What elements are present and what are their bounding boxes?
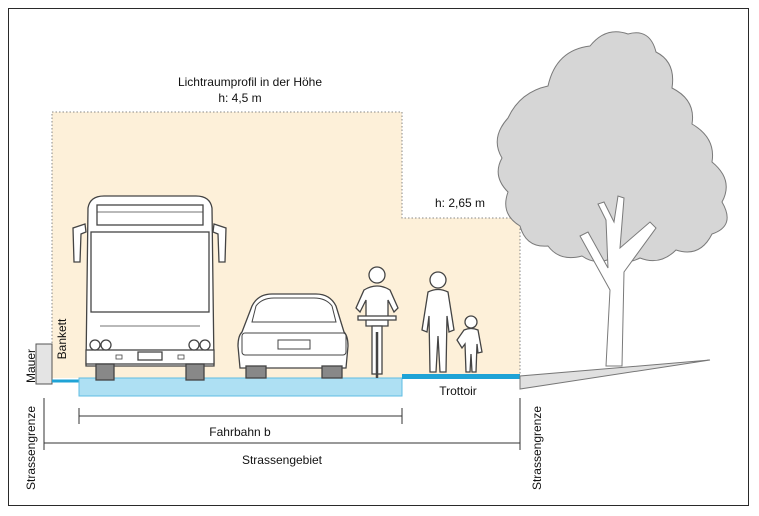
shoulder-label: Bankett xyxy=(55,318,69,359)
boundary-label-right: Strassengrenze xyxy=(530,406,544,490)
boundary-label-left: Strassengrenze xyxy=(24,406,38,490)
terrain-slope xyxy=(519,359,711,390)
wall-icon xyxy=(35,343,53,385)
roadway-label: Fahrbahn b xyxy=(209,425,271,439)
tree-icon xyxy=(496,31,728,367)
wall-label: Mauer xyxy=(24,349,38,383)
pedestrian-adult-icon xyxy=(421,271,455,373)
roadway-surface xyxy=(78,377,403,397)
cyclist-icon xyxy=(355,266,399,378)
clearance-height-main: h: 4,5 m xyxy=(218,91,261,105)
sidewalk-label: Trottoir xyxy=(439,384,477,398)
clearance-height-sidewalk: h: 2,65 m xyxy=(435,196,485,210)
bus-icon xyxy=(72,195,227,381)
road-area-dimension-line xyxy=(43,436,521,450)
clearance-profile-outline xyxy=(51,111,521,378)
sidewalk-surface xyxy=(402,374,520,379)
pedestrian-child-icon xyxy=(456,315,483,373)
road-area-label: Strassengebiet xyxy=(242,453,323,467)
car-icon xyxy=(237,293,349,379)
roadway-dimension-line xyxy=(78,408,403,424)
clearance-title: Lichtraumprofil in der Höhe xyxy=(178,75,322,89)
